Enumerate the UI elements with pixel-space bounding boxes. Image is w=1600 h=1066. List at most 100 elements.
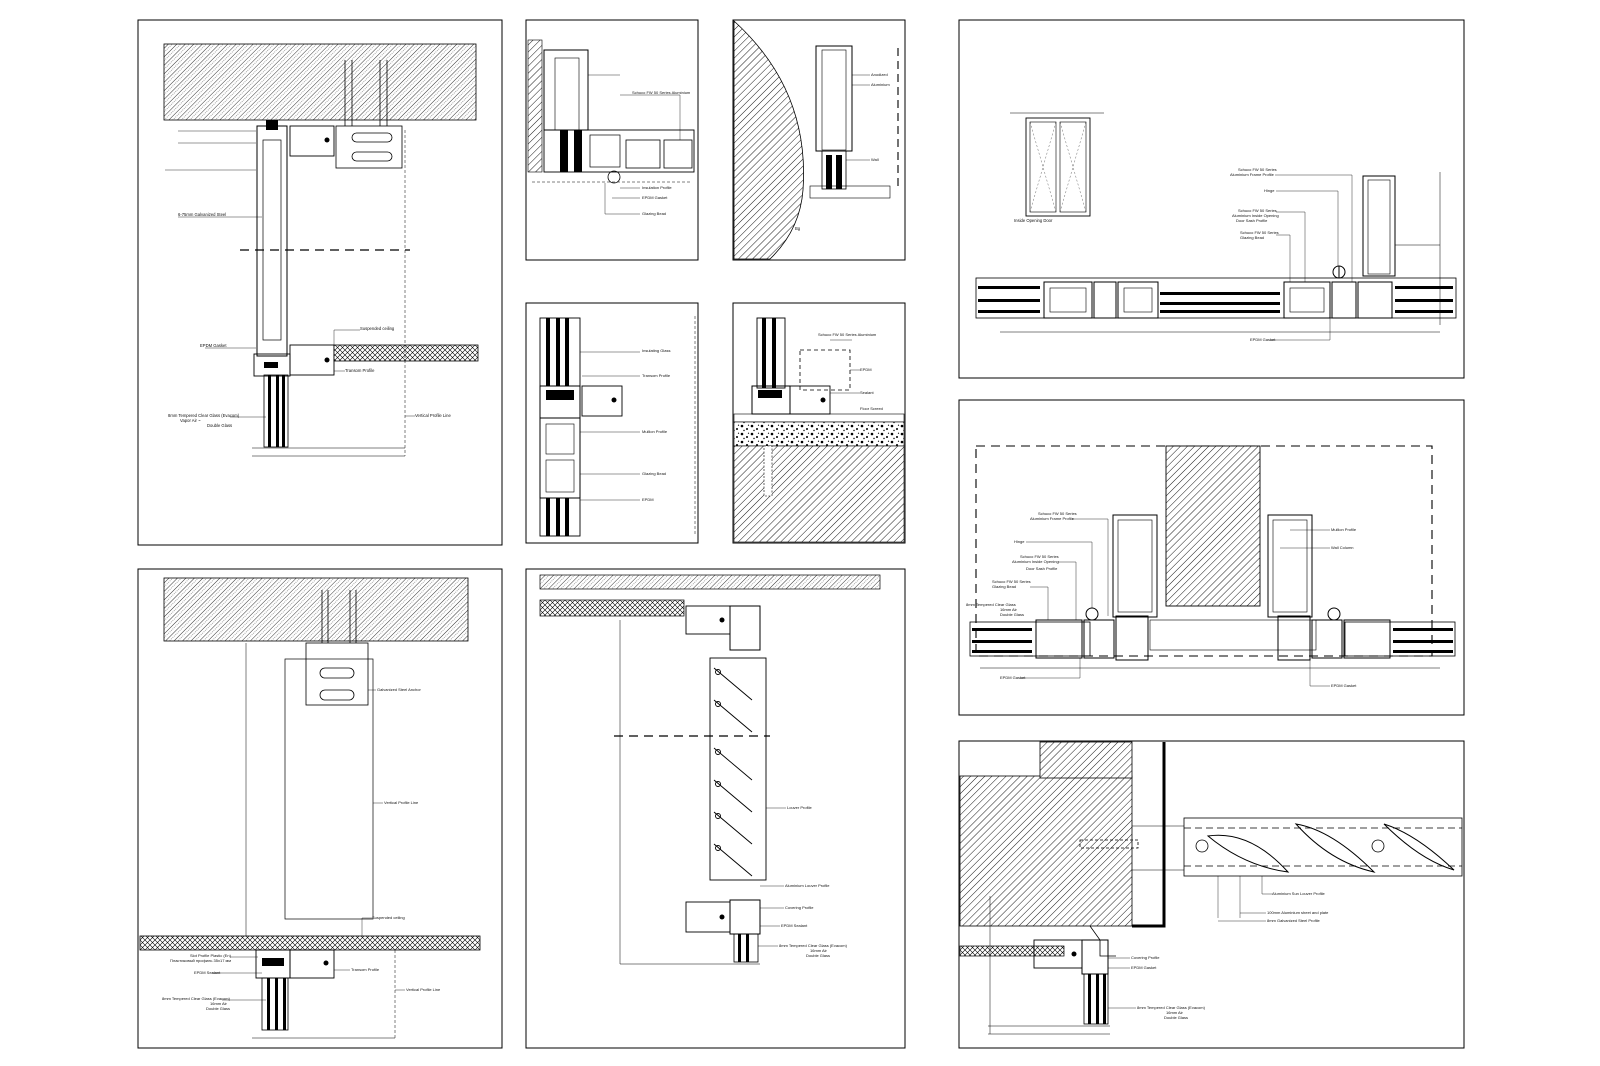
p6-label-3b: Aluminium Inside Opening	[1232, 213, 1279, 218]
suspended-ceiling	[959, 945, 1065, 957]
panel-door-plan: Inside Opening Door Schuco FW 50 Series …	[958, 19, 1465, 379]
panel-frame	[137, 19, 503, 546]
p4-label-c: Mullion Profile	[642, 429, 668, 434]
p7-label-5a: Schuco FW 50 Series	[992, 579, 1031, 584]
p7-label-5b: Glazing Bead	[992, 584, 1016, 589]
glass-label: 8mm Tempered Clear Glass (Evacom)	[168, 413, 240, 418]
p10-label-6c: Double Glass	[1164, 1015, 1188, 1020]
galv-steel-label: 6-75mm Galvanized Steel	[178, 212, 226, 217]
p7-label-7: EPDM Gasket	[1000, 675, 1026, 680]
p9-right-3: Covering Profile	[785, 905, 814, 910]
p9-right-5b: 16mm Air	[810, 948, 828, 953]
p8-right-4: Vertical Profile Line	[406, 987, 441, 992]
p7-label-1a: Schuco FW 50 Series	[1038, 511, 1077, 516]
p9-right-5a: 8mm Tempered Clear Glass (Evacom)	[779, 943, 848, 948]
p7-label-6c: Double Glass	[1000, 612, 1024, 617]
panel-sun-louver-plan: Aluminium Sun Louver Profile 100mm Alumi…	[958, 740, 1465, 1049]
panel-frame	[525, 568, 906, 1049]
p8-label-2b: Пластиковый профиль 35x17 мм	[170, 958, 231, 963]
p7-right-2: Wall Column	[1331, 545, 1354, 550]
panel-frame	[958, 399, 1465, 716]
p6-label-2: Hinge	[1264, 188, 1275, 193]
p8-label-4b: 16mm Air	[210, 1001, 228, 1006]
p9-right-5c: Double Glass	[806, 953, 830, 958]
p5-label-b: EPDM	[860, 367, 872, 372]
p8-label-3: EPDM Sealant	[194, 970, 221, 975]
suspended-ceiling	[139, 935, 481, 951]
panel-floor-detail: Schuco FW 50 Series Aluminium EPDM Seala…	[732, 302, 906, 544]
suspended-ceiling	[539, 599, 685, 617]
p6-label-5: EPDM Gasket	[1250, 337, 1276, 342]
p7-label-1b: Aluminium Frame Profile	[1030, 516, 1075, 521]
wall-column	[1165, 445, 1261, 607]
p2-label-a: Schuco FW 50 Series Aluminium	[632, 90, 691, 95]
door-elevation	[1025, 117, 1091, 217]
p4-label-e: EPDM	[642, 497, 654, 502]
p10-label-4: Covering Profile	[1131, 955, 1160, 960]
p10-label-2: 100mm Aluminium sheet and plate	[1267, 910, 1329, 915]
p8-label-4c: Double Glass	[206, 1006, 230, 1011]
p6-label-1b: Aluminium Frame Profile	[1230, 172, 1275, 177]
p8-right-3: Transom Profile	[351, 967, 380, 972]
wall-hatch-large	[959, 775, 1133, 927]
panel-frame	[137, 568, 503, 1049]
panel-frame	[732, 302, 906, 544]
suspended-ceiling	[333, 344, 479, 362]
wall-hatch-top	[1039, 741, 1133, 779]
p7-label-3b: Aluminium Inside Opening	[1012, 559, 1059, 564]
panel-frame	[525, 19, 699, 261]
glass-label-3: Double Glass	[207, 423, 232, 428]
vertical-line-label: Vertical Profile Line	[415, 413, 452, 418]
p2-label-d: Glazing Bead	[642, 211, 666, 216]
p3-label-a: Anodized	[871, 72, 888, 77]
p10-label-1: Aluminium Sun Louver Profile	[1272, 891, 1325, 896]
epdm-gasket-label: EPDM Gasket	[200, 343, 227, 348]
inside-door-label: Inside Opening Door	[1014, 218, 1053, 223]
floor-slab	[733, 445, 905, 543]
anchor-plate	[305, 642, 369, 706]
panel-ceiling-section-2: Suspended ceiling Slot Profile Plastic (…	[137, 568, 503, 1049]
p4-label-a: Insulating Glass	[642, 348, 670, 353]
p7-label-6a: 8mm Tempered Clear Glass	[966, 602, 1016, 607]
p10-label-3: 8mm Galvanized Steel Profile	[1267, 918, 1320, 923]
panel-ceiling-section: 6-75mm Galvanized Steel Suspended ceilin…	[137, 19, 503, 546]
p6-label-4b: Glazing Bead	[1240, 235, 1264, 240]
p9-right-2: Aluminium Louver Profile	[785, 883, 830, 888]
p6-label-3c: Door Sash Profile	[1236, 218, 1268, 223]
p7-label-3a: Schuco FW 50 Series	[1020, 554, 1059, 559]
p7-label-6b: 16mm Air	[1000, 607, 1018, 612]
concrete-slab	[539, 574, 881, 590]
transom-label: Transom Profile	[345, 368, 375, 373]
p9-right-4: EPDM Sealant	[781, 923, 808, 928]
p8-right-2: Vertical Profile Line	[384, 800, 419, 805]
p2-label-c: EPDM Gasket	[642, 195, 668, 200]
p6-label-3a: Schuco FW 50 Series	[1238, 208, 1277, 213]
p5-label-c: Sealant	[860, 390, 874, 395]
floor-gravel	[733, 421, 905, 447]
p4-label-b: Transom Profile	[642, 373, 671, 378]
p7-label-4: Door Sash Profile	[1026, 566, 1058, 571]
panel-louver-section: Louver Profile Aluminium Louver Profile …	[525, 568, 906, 1049]
wall-hatch	[733, 20, 804, 260]
panel-frame	[958, 740, 1465, 1049]
p7-right-1: Mullion Profile	[1331, 527, 1357, 532]
p4-label-d: Glazing Bead	[642, 471, 666, 476]
p7-label-2: Hinge	[1014, 539, 1025, 544]
p10-label-5: EPDM Gasket	[1131, 965, 1157, 970]
p5-label-a: Schuco FW 50 Series Aluminium	[818, 332, 877, 337]
p10-label-6a: 8mm Tempered Clear Glass (Evacom)	[1137, 1005, 1206, 1010]
p8-label-4a: 8mm Tempered Clear Glass (Evacom)	[162, 996, 231, 1001]
panel-jamb-detail-2: Anodized Aluminium Wall Bg	[732, 19, 906, 261]
p6-label-1a: Schuco FW 50 Series	[1238, 167, 1277, 172]
p3-label-c: Wall	[871, 157, 879, 162]
sun-louver-blades	[1206, 823, 1455, 873]
louver-band	[1183, 817, 1463, 877]
panel-column-plan: Schuco FW 50 Series Aluminium Frame Prof…	[958, 399, 1465, 716]
panel-frame	[525, 302, 699, 544]
p3-label-b: Aluminium	[871, 82, 890, 87]
p5-label-d: Floor Screed	[860, 406, 883, 411]
concrete-slab	[163, 43, 477, 121]
panel-frame	[958, 19, 1465, 379]
p9-right-1: Louver Profile	[787, 805, 812, 810]
